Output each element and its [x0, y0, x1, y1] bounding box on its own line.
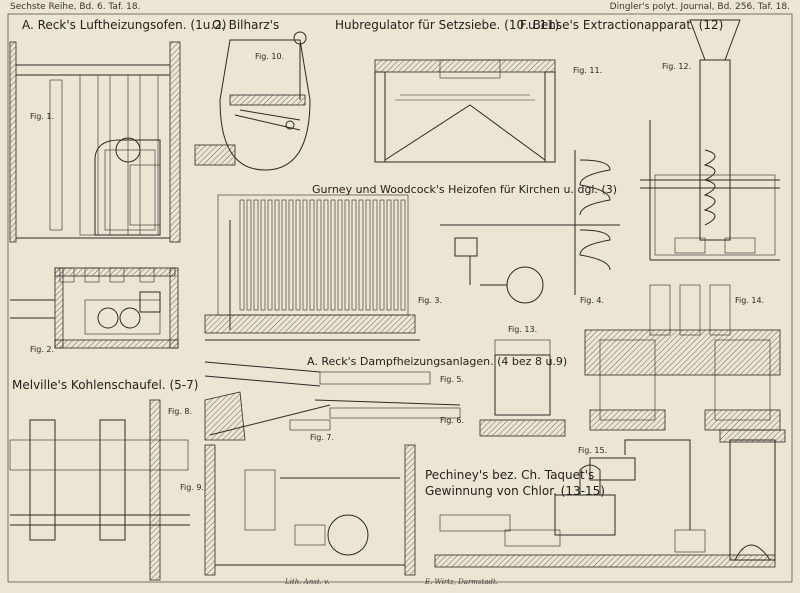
title-melville: Melville's Kohlenschaufel. (5-7) — [12, 378, 199, 392]
radiator-pipe — [365, 199, 371, 311]
fig10-drawing — [194, 31, 311, 171]
radiator-pipe — [386, 199, 392, 311]
fig5-7-drawing — [204, 361, 461, 441]
title-gurney: Gurney und Woodcock's Heizofen für Kirch… — [312, 183, 618, 196]
fig-label-13: Fig. 13. — [508, 325, 538, 334]
title-pechiney-2: Gewinnung von Chlor. (13-15) — [425, 484, 605, 498]
fig-label-2: Fig. 2. — [30, 345, 55, 354]
radiator-pipe — [330, 199, 336, 311]
radiator-pipe — [351, 199, 357, 311]
fig4-drawing — [440, 150, 620, 304]
fig-label-9: Fig. 9. — [180, 483, 205, 492]
fig-label-1: Fig. 1. — [30, 112, 55, 121]
fig9-drawing — [204, 444, 416, 576]
radiator-pipe — [302, 199, 308, 311]
radiator-pipe — [316, 199, 322, 311]
fig-label-7: Fig. 7. — [310, 433, 335, 442]
radiator-pipe — [337, 199, 343, 311]
title-pechiney-1: Pechiney's bez. Ch. Taquet's — [425, 468, 595, 482]
fig-label-6: Fig. 6. — [440, 416, 465, 425]
fig-label-8: Fig. 8. — [168, 407, 193, 416]
fig14-drawing — [584, 284, 781, 431]
fig13-drawing — [479, 339, 566, 437]
fig1-drawing — [9, 41, 181, 243]
title-bilharz: O. Bilharz's — [212, 18, 280, 32]
footer-printer: E. Wirtz, Darmstadt. — [425, 578, 499, 586]
radiator-pipe — [274, 199, 280, 311]
radiator-pipe — [295, 199, 301, 311]
radiator-pipe — [400, 199, 406, 311]
fig-label-5: Fig. 5. — [440, 375, 465, 384]
plate-header-left: Sechste Reihe, Bd. 6. Taf. 18. — [10, 2, 141, 12]
radiator-pipe — [358, 199, 364, 311]
fig3-drawing — [204, 194, 420, 341]
radiator-pipe — [393, 199, 399, 311]
fig-label-11: Fig. 11. — [573, 66, 603, 75]
radiator-pipe — [372, 199, 378, 311]
fig2-drawing — [10, 267, 179, 349]
radiator-pipe — [267, 199, 273, 311]
radiator-pipe — [379, 199, 385, 311]
radiator-pipe — [288, 199, 294, 311]
fig-label-14: Fig. 14. — [735, 296, 765, 305]
radiator-pipe — [260, 199, 266, 311]
fig-label-12: Fig. 12. — [662, 62, 692, 71]
radiator-pipe — [309, 199, 315, 311]
title-reck-dampf: A. Reck's Dampfheizungsanlagen. (4 bez 8… — [307, 355, 568, 368]
plate-border — [7, 13, 793, 583]
radiator-pipe — [323, 199, 329, 311]
footer-lith: Lith. Anst. v. — [285, 578, 330, 586]
radiator-pipe — [281, 199, 287, 311]
fig-label-3: Fig. 3. — [418, 296, 443, 305]
title-reck-luftheizung: A. Reck's Luftheizungsofen. (1u.2) — [22, 18, 227, 32]
radiator-pipe — [239, 199, 245, 311]
title-hubregulator: Hubregulator für Setzsiebe. (10 u.11) — [335, 18, 560, 32]
fig-label-10: Fig. 10. — [255, 52, 285, 61]
fig8-drawing — [9, 399, 190, 581]
fig-label-4: Fig. 4. — [580, 296, 605, 305]
fig15-drawing — [434, 429, 786, 568]
fig11-drawing — [374, 59, 556, 163]
radiator-pipe — [246, 199, 252, 311]
title-bense: F. Bense's Extractionapparat. (12) — [520, 18, 724, 32]
fig-label-15: Fig. 15. — [578, 446, 608, 455]
plate-header-right: Dingler's polyt. Journal, Bd. 256. Taf. … — [609, 2, 790, 12]
radiator-pipe — [344, 199, 350, 311]
fig12-drawing — [640, 19, 780, 261]
radiator-pipe — [253, 199, 259, 311]
